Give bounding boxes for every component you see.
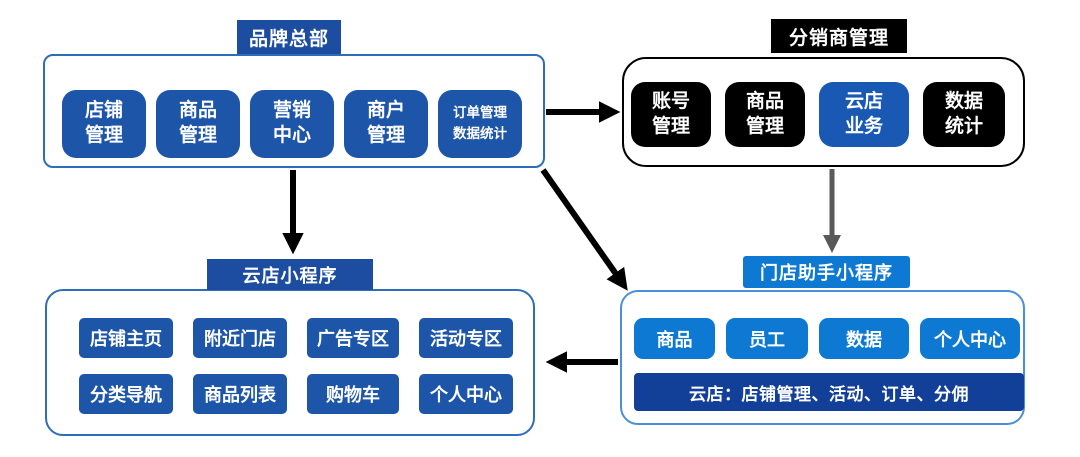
hq-box: 店铺 管理 商品 管理 营销 中心 商户 管理 订单管理 数据统计	[43, 54, 545, 168]
node-store-home: 店铺主页	[79, 318, 173, 358]
hq-title: 品牌总部	[237, 20, 341, 54]
node-order-data-stats: 订单管理 数据统计	[438, 90, 522, 158]
assistant-app-row: 商品 员工 数据 个人中心	[634, 318, 1023, 359]
node-personal-center: 个人中心	[419, 374, 513, 414]
node-merchant-management: 商户 管理	[344, 90, 428, 158]
arrow-hq-to-assistant-app	[540, 168, 628, 291]
node-ad-zone: 广告专区	[307, 318, 399, 358]
node-dist-product-management: 商品 管理	[725, 82, 805, 147]
node-assist-personal-center: 个人中心	[920, 318, 1020, 359]
node-product-management: 商品 管理	[156, 90, 240, 158]
node-shop-management: 店铺 管理	[62, 90, 146, 158]
node-assist-data: 数据	[819, 318, 909, 359]
distributor-box: 账号 管理 商品 管理 云店 业务 数据 统计	[622, 57, 1025, 167]
node-product-list: 商品列表	[193, 374, 287, 414]
node-data-statistics: 数据 统计	[923, 82, 1005, 147]
cloud-app-title: 云店小程序	[207, 259, 373, 290]
node-assist-staff: 员工	[726, 318, 808, 359]
node-activity-zone: 活动专区	[419, 318, 513, 358]
node-nearby-stores: 附近门店	[193, 318, 287, 358]
node-shopping-cart: 购物车	[307, 374, 399, 414]
cloud-app-box: 店铺主页 附近门店 广告专区 活动专区 分类导航 商品列表 购物车 个人中心	[45, 289, 535, 436]
node-assist-products: 商品	[634, 318, 715, 359]
assistant-app-box: 商品 员工 数据 个人中心 云店：店铺管理、活动、订单、分佣	[620, 290, 1025, 425]
cloud-app-row-1: 店铺主页 附近门店 广告专区 活动专区	[79, 318, 533, 358]
distributor-title: 分销商管理	[771, 19, 907, 53]
cloud-app-row-2: 分类导航 商品列表 购物车 个人中心	[79, 374, 533, 414]
node-marketing-center: 营销 中心	[250, 90, 334, 158]
assist-cloud-store-bar: 云店：店铺管理、活动、订单、分佣	[634, 373, 1024, 411]
assistant-app-title: 门店助手小程序	[743, 256, 910, 288]
node-category-nav: 分类导航	[79, 374, 173, 414]
node-account-management: 账号 管理	[631, 82, 711, 147]
node-cloud-store-business: 云店 业务	[819, 82, 909, 147]
